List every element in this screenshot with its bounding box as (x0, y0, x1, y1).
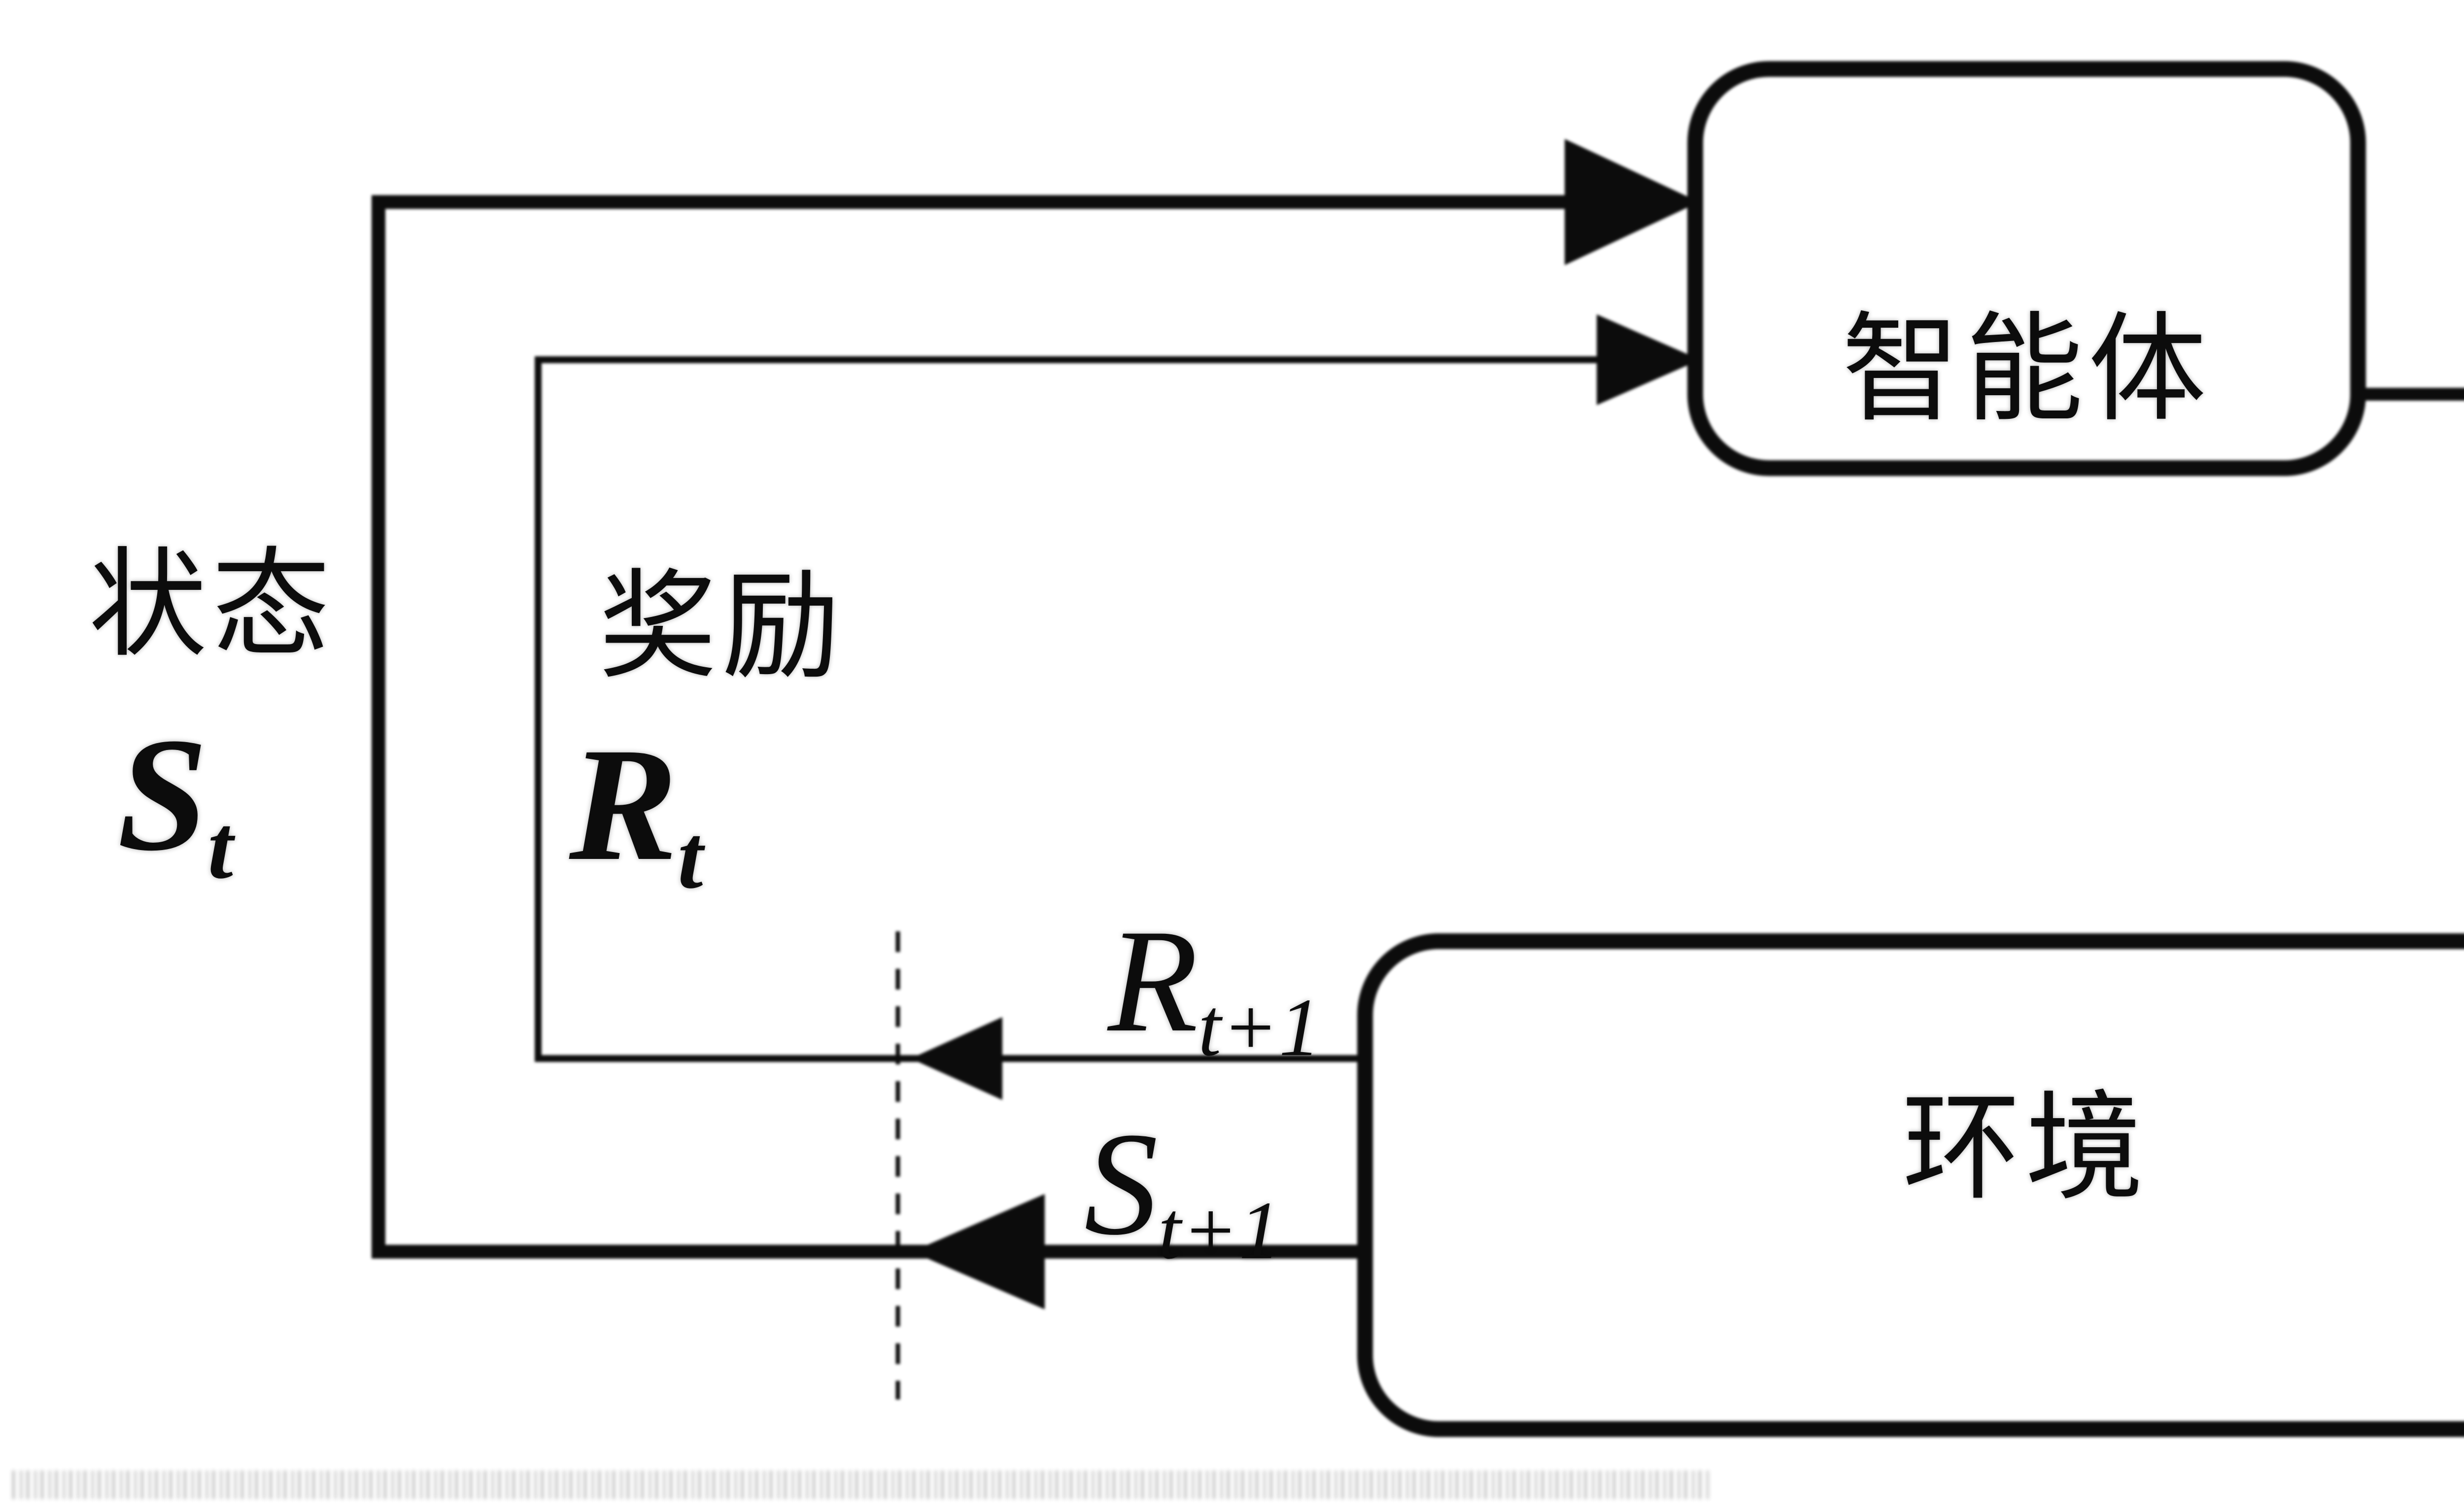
next-reward-symbol-subscript: t+1 (1198, 982, 1322, 1073)
next-reward-symbol-letter: R (1108, 899, 1198, 1062)
environment-label: 环境 (1902, 1083, 2149, 1214)
next-reward-arrowhead-icon (911, 1017, 1002, 1100)
next-state-symbol-subscript: t+1 (1158, 1185, 1282, 1276)
next-state-symbol-letter: S (1084, 1102, 1158, 1265)
state-arrowhead-into-agent-icon (1565, 139, 1699, 265)
state-symbol: St (117, 714, 234, 893)
reward-symbol-letter: R (569, 715, 678, 894)
reward-symbol: Rt (569, 723, 704, 903)
next-reward-symbol: Rt+1 (1108, 907, 1321, 1069)
next-state-arrowhead-icon (912, 1194, 1045, 1309)
reward-arrowhead-into-agent-icon (1597, 314, 1700, 405)
state-symbol-letter: S (117, 705, 208, 885)
agent-box (1687, 61, 2366, 476)
next-state-symbol: St+1 (1084, 1110, 1281, 1272)
reward-caption: 奖励 (598, 562, 845, 693)
environment-box (1357, 933, 2464, 1437)
state-loop-line (372, 195, 1582, 1259)
cropped-caption-artifact (12, 1470, 1710, 1499)
state-caption: 状态 (88, 540, 335, 671)
agent-label: 智能体 (1842, 305, 2212, 436)
state-symbol-subscript: t (207, 797, 234, 898)
reward-symbol-subscript: t (678, 807, 704, 908)
